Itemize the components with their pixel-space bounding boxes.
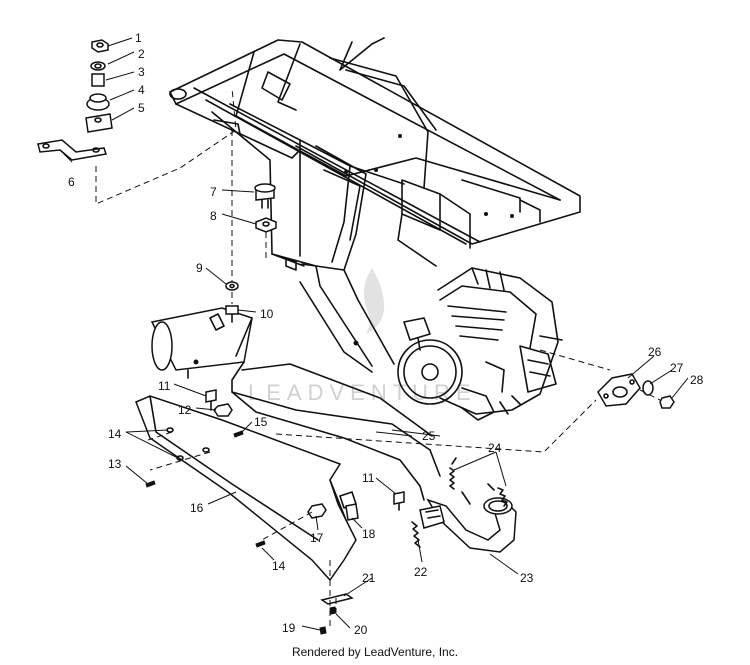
watermark: LEADVENTURE: [248, 268, 477, 405]
callout-4: 4: [138, 83, 145, 97]
callout-17: 17: [310, 531, 324, 545]
callout-20: 20: [354, 623, 368, 637]
callout-14: 14: [108, 427, 122, 441]
callout-7: 7: [210, 185, 217, 199]
callout-23: 23: [520, 571, 534, 585]
callout-8: 8: [210, 209, 217, 223]
callout-26: 26: [648, 345, 662, 359]
callout-12: 12: [178, 403, 192, 417]
callout-6: 6: [68, 175, 75, 189]
callout-1: 1: [135, 31, 142, 45]
assembly-lines: [95, 87, 661, 628]
watermark-text: LEADVENTURE: [248, 380, 477, 405]
callout-15: 15: [254, 415, 268, 429]
callout-24: 24: [488, 441, 502, 455]
callout-28: 28: [690, 373, 704, 387]
callout-11-lower: 11: [362, 471, 375, 485]
callout-27: 27: [670, 361, 684, 375]
muffler: [150, 307, 441, 501]
callout-numbers: 1 2 3 4 5 6 7 8 9 10 11 12 13 14 15 16 1…: [68, 31, 704, 637]
callout-10: 10: [260, 307, 274, 321]
heat-shield: [135, 395, 357, 582]
springs: [411, 457, 508, 548]
callout-16: 16: [190, 501, 204, 515]
callout-14-lower: 14: [272, 559, 286, 573]
callout-22: 22: [414, 565, 428, 579]
callout-3: 3: [138, 65, 145, 79]
callout-18: 18: [362, 527, 376, 541]
hardware: [37, 39, 675, 635]
callout-25: 25: [422, 429, 436, 443]
engine: [397, 267, 563, 421]
callout-9: 9: [196, 261, 203, 275]
callout-11: 11: [158, 379, 171, 393]
callout-19: 19: [282, 621, 296, 635]
leader-lines: [59, 37, 689, 631]
frame: [169, 37, 581, 373]
credit-footer: Rendered by LeadVenture, Inc.: [291, 645, 459, 659]
callout-21: 21: [362, 571, 376, 585]
callout-5: 5: [138, 101, 145, 115]
callout-13: 13: [108, 457, 122, 471]
callout-2: 2: [138, 47, 145, 61]
header-pipe: [419, 491, 517, 553]
